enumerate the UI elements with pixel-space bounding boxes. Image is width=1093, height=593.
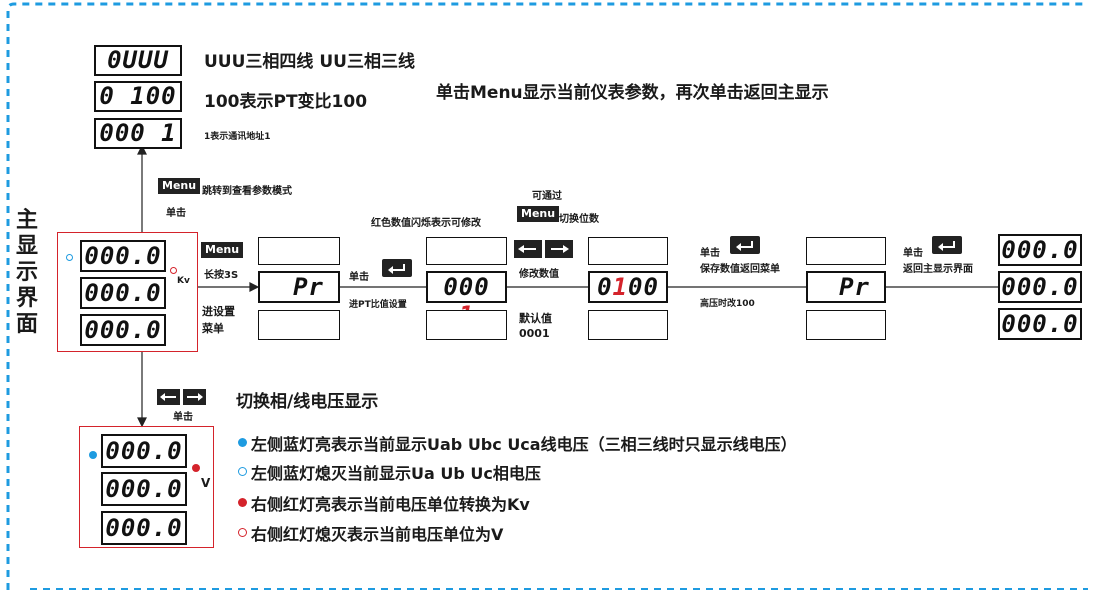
step3-lcd: 000 1 xyxy=(426,271,507,329)
step4-box-top xyxy=(588,237,668,265)
kv-label: Kv xyxy=(177,276,190,286)
bottom-lcd-3: 000.0 xyxy=(101,511,187,545)
step6-lcd-1: 000.0 xyxy=(998,234,1082,266)
step6-click: 单击 xyxy=(903,248,923,259)
top-line3: 1表示通讯地址1 xyxy=(204,132,271,142)
bullet-1: 左侧蓝灯亮表示当前显示Uab Ubc Uca线电压（三相三线时只显示线电压） xyxy=(251,435,797,454)
step4-box-bottom xyxy=(588,310,668,340)
step4-menu-key: Menu xyxy=(517,206,560,222)
step1-menu-key: Menu xyxy=(201,242,244,258)
bottom-arrow-icon xyxy=(157,389,207,405)
enter-key-icon xyxy=(382,259,412,277)
bottom-blue-led xyxy=(89,451,97,459)
step6-lcd-2: 000.0 xyxy=(998,271,1082,303)
step4-lcd-b: 1 xyxy=(612,273,628,301)
step4-lcd-c: 00 xyxy=(628,273,659,301)
menu-key-action: 跳转到查看参数模式 xyxy=(202,186,292,197)
blue-led xyxy=(66,254,73,261)
menu-note: 单击Menu显示当前仪表参数，再次单击返回主显示 xyxy=(436,83,829,103)
step4-arrow-note: 修改数值 xyxy=(519,269,559,280)
bottom-arrow-title: 切换相/线电压显示 xyxy=(236,392,379,412)
top-line1: UUU三相四线 UU三相三线 xyxy=(204,52,415,72)
step1-note2: 菜单 xyxy=(202,322,224,335)
step4-line2: 切换位数 xyxy=(559,214,599,225)
bullet-4: 右侧红灯熄灭表示当前电压单位为V xyxy=(251,525,504,544)
step5-note: 保存数值返回菜单 xyxy=(700,264,780,275)
top-line2: 100表示PT变比100 xyxy=(204,92,368,112)
step3-default-value: 0001 xyxy=(519,327,550,340)
main-lcd-1: 000.0 xyxy=(80,240,166,272)
step3-default-label: 默认值 xyxy=(519,312,552,325)
bullet-1-dot xyxy=(238,438,247,447)
step6-enter-key-icon xyxy=(932,236,962,254)
step3-box-top xyxy=(426,237,507,265)
step5-lcd: Pr xyxy=(806,271,886,303)
step2-lcd: Pr xyxy=(258,271,340,303)
step4-line1: 可通过 xyxy=(532,191,562,202)
step3-title: 红色数值闪烁表示可修改 xyxy=(371,218,481,229)
left-right-arrow-icon xyxy=(514,240,574,258)
step2-box-top xyxy=(258,237,340,265)
top-lcd-1: 0UUU xyxy=(94,45,182,76)
step6-lcd-3: 000.0 xyxy=(998,308,1082,340)
step1-note1: 进设置 xyxy=(202,305,235,318)
bottom-display-frame xyxy=(79,426,214,548)
step2-note: 进PT比值设置 xyxy=(349,300,407,310)
bottom-lcd-2: 000.0 xyxy=(101,472,187,506)
bullet-3: 右侧红灯亮表示当前电压单位转换为Kv xyxy=(251,495,530,514)
step1-action: 长按3S xyxy=(204,270,239,281)
bottom-red-led xyxy=(192,464,200,472)
step5-box-bottom xyxy=(806,310,886,340)
main-lcd-2: 000.0 xyxy=(80,277,166,309)
bottom-click: 单击 xyxy=(173,412,193,423)
top-lcd-2: 0 100 xyxy=(94,81,182,112)
step2-box-bottom xyxy=(258,310,340,340)
step5-enter-key-icon xyxy=(730,236,760,254)
bottom-v-label: V xyxy=(201,476,211,490)
red-led xyxy=(170,267,177,274)
menu-key-click: 单击 xyxy=(166,208,186,219)
menu-key-top: Menu xyxy=(158,178,201,194)
bullet-4-dot xyxy=(238,528,247,537)
step2-click: 单击 xyxy=(349,272,369,283)
bullet-2-dot xyxy=(238,467,247,476)
step3-box-bottom xyxy=(426,310,507,340)
step4-lcd-a: 0 xyxy=(597,273,613,301)
step5-sub: 高压时改100 xyxy=(700,299,755,309)
bullet-3-dot xyxy=(238,498,247,507)
step5-click: 单击 xyxy=(700,248,720,259)
main-label: 主显示界面 xyxy=(16,208,39,337)
main-display-frame xyxy=(57,232,198,352)
step4-lcd: 0100 xyxy=(588,271,668,303)
step5-box-top xyxy=(806,237,886,265)
step6-note: 返回主显示界面 xyxy=(903,264,973,275)
top-lcd-3: 000 1 xyxy=(94,118,182,149)
bullet-2: 左侧蓝灯熄灭当前显示Ua Ub Uc相电压 xyxy=(251,464,541,483)
bottom-lcd-1: 000.0 xyxy=(101,434,187,468)
main-lcd-3: 000.0 xyxy=(80,314,166,346)
